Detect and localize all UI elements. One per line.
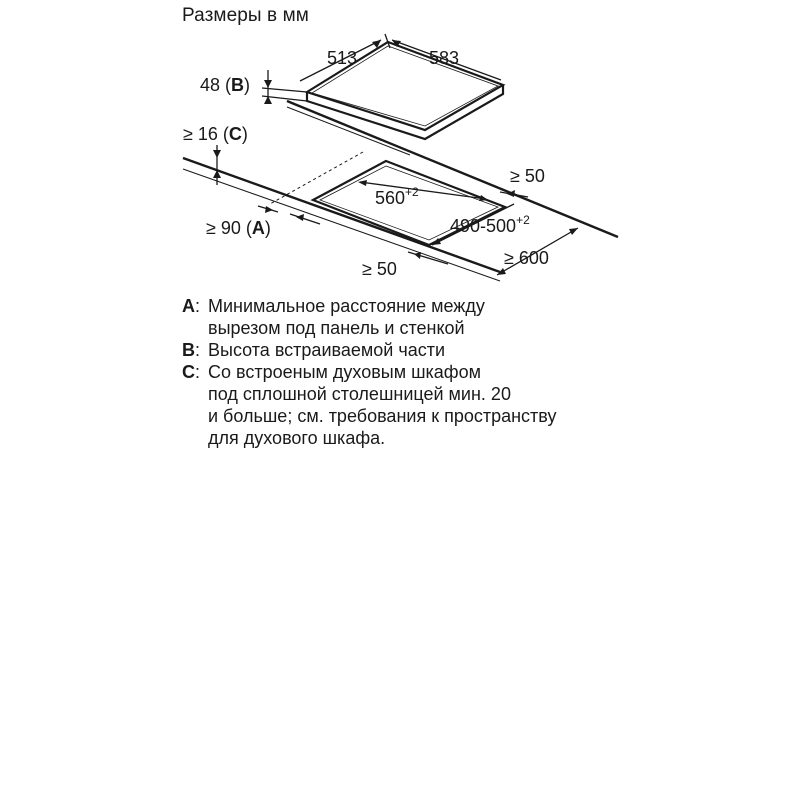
hob-outline <box>304 40 506 132</box>
side-clearance-label: ≥ 50 <box>510 166 545 186</box>
cutout-width-label: 560+2 <box>375 185 419 208</box>
hob-front-face <box>305 85 505 141</box>
hob-depth-label: 513 <box>327 48 357 68</box>
wall-clearance-label: ≥ 90 (A) <box>206 218 271 238</box>
worktop-back-edge-thin <box>286 106 411 156</box>
legend-key-c: C <box>182 362 195 382</box>
wall-clearance-dim <box>257 205 321 225</box>
cutout <box>310 159 508 247</box>
hob-inner-edge <box>311 45 499 127</box>
front-clearance-label: ≥ 50 <box>362 259 397 279</box>
hob <box>304 40 506 141</box>
front-clearance-dim <box>407 251 449 265</box>
legend-a-line-2: вырезом под панель и стенкой <box>208 318 465 338</box>
cutout-width-dim <box>358 180 488 201</box>
cutout-depth-label: 490-500+2 <box>450 213 530 236</box>
worktop-depth-label: ≥ 600 <box>504 248 549 268</box>
cutout-outline <box>310 159 508 247</box>
min-c-label: ≥ 16 (C) <box>183 124 248 144</box>
height-b-label: 48 (B) <box>200 75 250 95</box>
hidden-edge-dashed <box>269 151 364 205</box>
diagram-title: Размеры в мм <box>182 5 309 26</box>
side-clearance-dim <box>499 190 529 198</box>
hob-dimension-lines <box>299 33 502 82</box>
installation-diagram: 513 583 48 (B) 560+2 490-500+2 ≥ <box>182 33 619 282</box>
worktop-depth-dim <box>496 227 579 276</box>
legend-c-line-1: Со встроеным духовым шкафом <box>208 362 482 382</box>
legend-key-b: B <box>182 340 195 360</box>
cutout-depth-dim <box>431 203 515 246</box>
legend: A: Минимальное расстояние между вырезом … <box>182 295 702 449</box>
legend-item-c: C: Со встроеным духовым шкафом под сплош… <box>182 361 702 449</box>
hob-width-dim-line <box>391 39 502 81</box>
hob-width-label: 583 <box>429 48 459 68</box>
worktop-back-edge <box>286 99 619 239</box>
legend-item-b: B: Высота встраиваемой части <box>182 339 702 361</box>
legend-item-a: A: Минимальное расстояние между вырезом … <box>182 295 702 339</box>
legend-c-line-4: для духового шкафа. <box>208 428 386 448</box>
legend-c-line-3: и больше; см. требования к пространству <box>208 406 557 426</box>
legend-key-a: A <box>182 296 195 316</box>
cutout-inner <box>319 165 500 241</box>
min-c-indicator <box>213 145 221 185</box>
worktop-front-edge-top <box>182 156 501 274</box>
legend-a-line-1: Минимальное расстояние между <box>208 296 485 316</box>
worktop <box>182 99 619 282</box>
hob-depth-dim-line <box>299 39 382 82</box>
height-b-indicator <box>261 70 308 104</box>
worktop-front-edge-bottom <box>182 168 501 282</box>
legend-b-line-1: Высота встраиваемой части <box>208 340 446 360</box>
legend-c-line-2: под сплошной столешницей мин. 20 <box>208 384 511 404</box>
